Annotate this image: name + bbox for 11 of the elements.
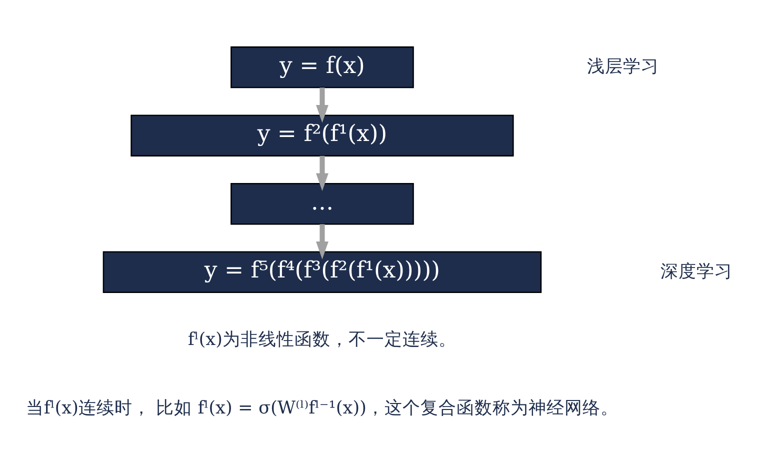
- arrow: [316, 224, 328, 260]
- node-box: y = f²(f¹(x)): [130, 114, 514, 156]
- label: 深度学习: [660, 262, 733, 282]
- label: 浅层学习: [587, 56, 660, 77]
- arrow: [316, 156, 328, 192]
- node-box: y = f(x): [230, 46, 414, 88]
- node-box: …: [230, 183, 414, 225]
- arrow: [316, 88, 328, 123]
- label: 当fˡ(x)连续时， 比如 fˡ(x) = σ(W⁽ˡ⁾fˡ⁻¹(x))，这个复合函数称为神经网络。: [26, 398, 619, 418]
- node-box: y = f⁵(f⁴(f³(f²(f¹(x))))): [102, 251, 542, 293]
- label: fˡ(x)为非线性函数，不一定连续。: [188, 330, 457, 350]
